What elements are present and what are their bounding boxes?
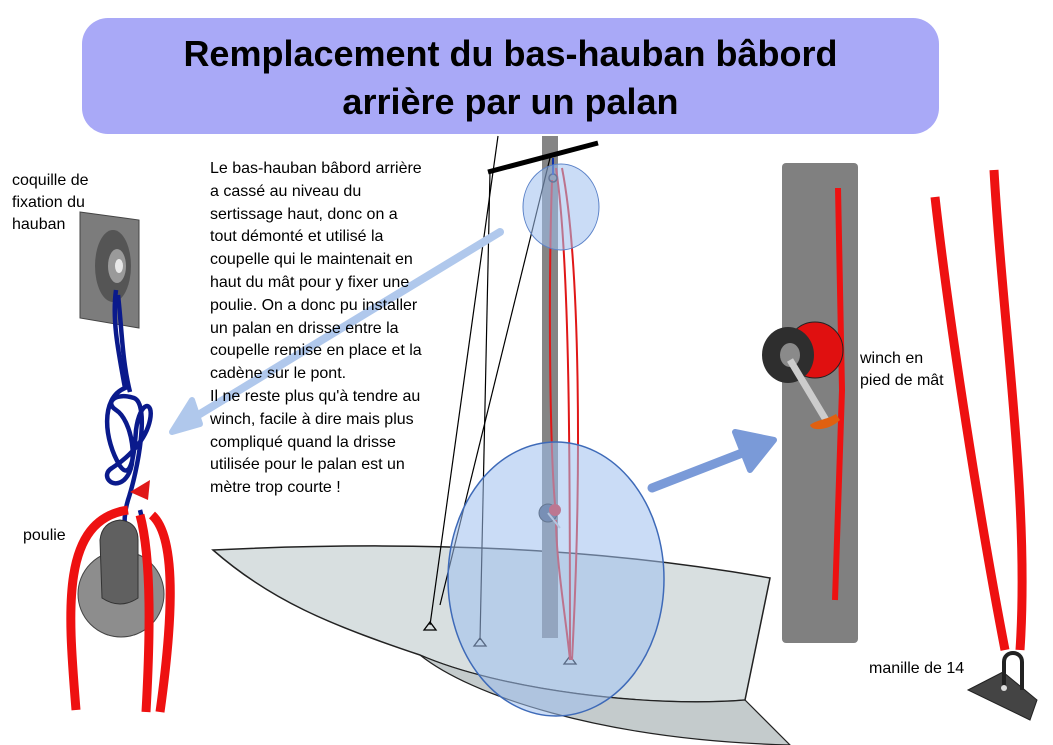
boat-diagram	[211, 135, 791, 745]
description-line: un palan en drisse entre la	[210, 319, 399, 337]
label-line: fixation du	[12, 194, 85, 211]
label-manille: manille de 14	[869, 660, 965, 677]
pulley-cheek	[99, 519, 139, 605]
mast-section	[782, 163, 858, 643]
arrow-to-shell	[169, 228, 504, 435]
label-winch: winch en pied de mât	[860, 348, 944, 392]
winch-handle	[786, 358, 830, 422]
description-line: mètre trop courte !	[210, 479, 341, 497]
top-highlight-circle	[522, 163, 600, 251]
chainplate	[422, 620, 438, 631]
description-line: tout démonté et utilisé la	[210, 228, 384, 246]
shroud-shell-detail	[66, 211, 175, 713]
description-line: Il ne reste plus qu'à tendre au	[210, 387, 421, 405]
pulley-red-rope	[66, 505, 175, 713]
description-line: utilisée pour le palan est un	[210, 456, 405, 474]
label-coquille: coquille de fixation du hauban	[12, 170, 89, 236]
title-banner	[82, 18, 939, 134]
arrow-to-winch	[647, 429, 777, 493]
description-line: sertissage haut, donc on a	[210, 205, 398, 223]
description-line: coupelle remise en place et la	[210, 342, 422, 360]
red-tag	[130, 480, 150, 500]
description-line: haut du mât pour y fixer une	[210, 273, 410, 291]
spreader	[487, 140, 599, 175]
shackle-base	[966, 671, 1038, 721]
winch-highlight-circle	[447, 441, 665, 717]
title-line: Remplacement du bas-hauban bâbord	[183, 33, 838, 74]
title-line: arrière par un palan	[342, 81, 679, 122]
description-text: Le bas-hauban bâbord arrière a cassé au …	[210, 158, 460, 500]
shroud-line	[429, 135, 499, 626]
description-line: a cassé au niveau du	[210, 182, 362, 200]
shackle-red-rope	[930, 169, 1027, 651]
page-title: Remplacement du bas-hauban bâbord arrièr…	[82, 30, 939, 126]
label-line: pied de mât	[860, 372, 944, 389]
label-line: hauban	[12, 216, 66, 233]
description-line: winch, facile à dire mais plus	[210, 410, 414, 428]
winch-red-rope	[832, 187, 846, 601]
winch-detail	[762, 163, 858, 643]
label-line: coquille de	[12, 172, 89, 189]
halyard-rope	[548, 167, 579, 661]
description-line: cadène sur le pont.	[210, 365, 347, 383]
description-line: Le bas-hauban bâbord arrière	[210, 160, 422, 177]
description-line: coupelle qui le maintenait en	[210, 251, 413, 269]
blue-rope	[104, 289, 153, 561]
shackle-detail	[930, 169, 1038, 721]
label-poulie: poulie	[23, 527, 66, 544]
description-line: poulie. On a donc pu installer	[210, 296, 418, 314]
shackle-ring	[1002, 651, 1024, 690]
label-line: winch en	[860, 350, 924, 367]
description-line: compliqué quand la drisse	[210, 433, 396, 451]
